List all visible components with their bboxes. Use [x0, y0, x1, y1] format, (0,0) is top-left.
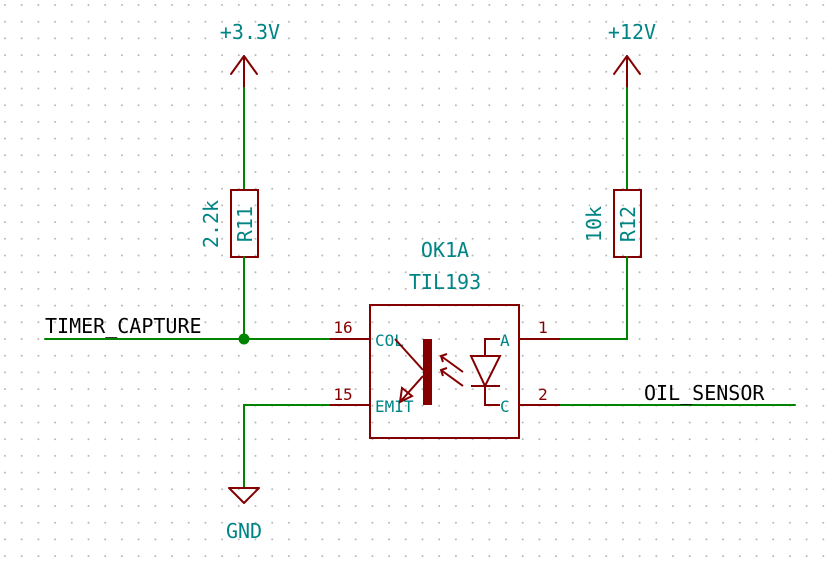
led-cathode-wire: [484, 386, 500, 406]
resistor-r12[interactable]: R12 10k: [582, 189, 642, 258]
power-symbol-3v3: +3.3V: [220, 20, 280, 89]
transistor-emitter-arrow: [398, 386, 414, 404]
pin-a-number: 1: [538, 318, 548, 337]
grid-dots: [4, 4, 825, 558]
optocoupler-ok1a[interactable]: OK1A TIL193 16 15 1 2 COL EMIT A C: [330, 238, 560, 439]
junction-dot: [238, 333, 250, 345]
power-label-3v3: +3.3V: [220, 20, 280, 44]
resistor-r12-ref: R12: [616, 206, 640, 242]
resistor-r11[interactable]: R11 2.2k: [199, 189, 259, 258]
wire-r12-anode: [518, 256, 628, 340]
pin-c-number: 2: [538, 385, 548, 404]
pin-c-name: C: [500, 397, 510, 416]
pin-col-number: 16: [333, 318, 352, 337]
light-arrows: [439, 353, 464, 387]
net-label-timer-capture: TIMER_CAPTURE: [45, 314, 202, 338]
power-label-12v: +12V: [608, 20, 656, 44]
wire-emitter-gnd: [243, 404, 371, 489]
resistor-r11-ref: R11: [233, 206, 257, 242]
pin-emit-number: 15: [333, 385, 352, 404]
transistor-base-bar: [423, 339, 432, 405]
transistor-emitter-line: [399, 375, 424, 403]
resistor-r12-value: 10k: [582, 206, 606, 242]
pin-col-name: COL: [375, 331, 404, 350]
resistor-r11-value: 2.2k: [199, 200, 223, 248]
ground-label: GND: [226, 519, 262, 543]
optocoupler-body: [369, 304, 520, 439]
optocoupler-part: TIL193: [409, 270, 481, 294]
net-label-oil-sensor: OIL_SENSOR: [644, 381, 765, 405]
transistor-collector-line: [394, 338, 424, 371]
phototransistor: [394, 338, 432, 405]
led-anode-wire: [484, 338, 500, 356]
power-symbol-12v: +12V: [608, 20, 656, 89]
pin-a-name: A: [500, 331, 510, 350]
led-triangle: [469, 355, 502, 389]
optocoupler-ref: OK1A: [421, 238, 469, 262]
led-diode: [469, 338, 502, 406]
pin-emit-name: EMIT: [375, 397, 414, 416]
ground-symbol: GND: [226, 487, 262, 543]
